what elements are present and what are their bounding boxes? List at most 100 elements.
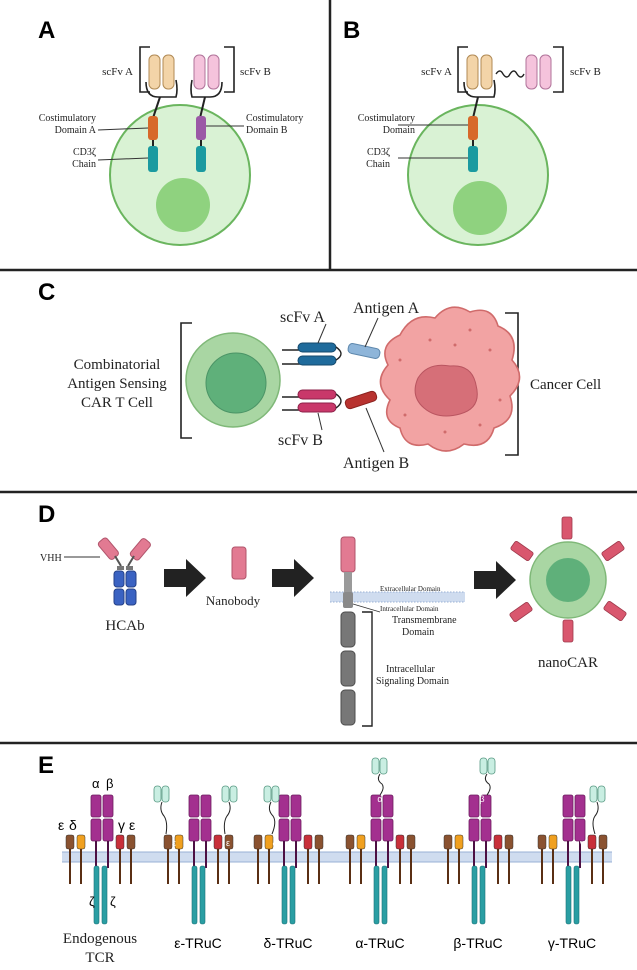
leader-cd3-a	[97, 157, 149, 161]
bracket-signaling	[362, 611, 373, 727]
hcab-fc-1	[113, 570, 125, 588]
label-endogenous-1: Endogenous	[63, 931, 137, 947]
tcr-5-ab-top-1	[574, 794, 586, 818]
hcab-fc-4	[125, 588, 137, 606]
scfv-a-linker	[145, 79, 178, 98]
tcr-1-linker-left	[160, 801, 168, 835]
label-tcell-1: Combinatorial	[74, 357, 161, 373]
tcr-membrane	[62, 852, 612, 862]
tcr-4-cd3-1	[454, 834, 464, 850]
cancer-nucleus	[414, 364, 478, 417]
leader-antigen-b	[365, 407, 385, 453]
cd3-chain-b	[196, 146, 206, 172]
scfv-a-vl-c	[297, 355, 337, 366]
tcr-2-ab-top-1	[290, 794, 302, 818]
tcr-2-cd3-3	[314, 834, 324, 850]
tcr-1-binder-right-2	[229, 785, 238, 803]
label-epsilon-right: ε	[129, 817, 135, 833]
panel-e: E α β ε δ γ ε ζ ζ Endogenous TCR ε-TRuC …	[38, 752, 612, 966]
panel-a: A scFv A scFv B Costimulatory Domain A C	[38, 17, 303, 246]
tcr-2-ab-bot-0	[278, 818, 290, 842]
tcr-5-ab-bot-0	[562, 818, 574, 842]
tandem-linker	[495, 70, 525, 78]
label-truc-epsilon: ε-TRuC	[174, 935, 221, 951]
tcr-3-binder-2	[379, 757, 388, 775]
label-scfv-a-b: scFv A	[421, 66, 452, 78]
tcr-0-zeta-0	[93, 865, 100, 925]
label-nanocar: nanoCAR	[538, 655, 598, 671]
tcr-3-cd3-1	[356, 834, 366, 850]
scfv-b-linker-c	[335, 393, 342, 409]
hcab-fc-2	[125, 570, 137, 588]
tcr-2-ab-bot-1	[290, 818, 302, 842]
hinge-domain	[344, 572, 352, 592]
tcr-0-cd3-3	[126, 834, 136, 850]
hcab-hinge-block-2	[126, 566, 133, 570]
tcr-3-ab-top-1	[382, 794, 394, 818]
label-epsilon-left: ε	[58, 817, 64, 833]
tcr-5-binder-1	[589, 785, 598, 803]
tcr-4-linker	[484, 773, 491, 796]
scfv-b-vh-c	[297, 389, 337, 400]
leader-scfv-a-c	[317, 323, 327, 344]
label-cd3-2: Chain	[366, 159, 390, 170]
label-antigen-a: Antigen A	[353, 300, 420, 317]
label-gamma: γ	[118, 817, 125, 833]
costim-domain-b	[196, 116, 206, 140]
tcr-1-binder-left-2	[161, 785, 170, 803]
cd3-chain-a	[148, 146, 158, 172]
panel-letter-c: C	[38, 279, 55, 306]
tcr-5-binder-2	[597, 785, 606, 803]
label-tcell-2: Antigen Sensing	[67, 376, 167, 392]
label-beta: β	[106, 776, 113, 791]
hcab-hinge	[114, 555, 135, 567]
tcr-4-ab-top-1	[480, 794, 492, 818]
tcr-2-zeta-0	[281, 865, 288, 925]
tcr-4-zeta-0	[471, 865, 478, 925]
signaling-domain-2	[340, 650, 356, 687]
stalk-a	[152, 96, 161, 119]
badge-beta: β	[479, 794, 484, 804]
tcr-0-ab-bot-0	[90, 818, 102, 842]
costim-domain	[468, 116, 478, 140]
label-costim-b-2: Domain B	[246, 125, 288, 136]
tcr-0-cd3-2	[115, 834, 125, 850]
label-extracellular: Extracellular Domain	[380, 585, 441, 593]
badge-epsilon-left: ε	[172, 838, 176, 848]
tcr-4-cd3-2	[493, 834, 503, 850]
scfv-a-domain-1	[148, 54, 161, 90]
tcr-5-linker	[592, 801, 599, 835]
tcr-4-cd3-3	[504, 834, 514, 850]
tcr-3-ab-bot-1	[382, 818, 394, 842]
stalk-b-panel	[472, 96, 479, 119]
tcr-3-linker	[377, 773, 384, 796]
nanocar-binder	[340, 536, 356, 573]
tcr-2-linker	[268, 801, 276, 835]
hcab-fc-3	[113, 588, 125, 606]
tcr-1-cd3-0	[163, 834, 173, 850]
leader-costim-a	[97, 127, 149, 131]
label-zeta-right: ζ	[110, 894, 116, 909]
label-scfv-a: scFv A	[102, 66, 133, 78]
tcr-5-cd3-0	[537, 834, 547, 850]
scfv-b-domain-2-b	[539, 54, 552, 90]
scfv-a-domain-1-b	[466, 54, 479, 90]
tcr-5-cd3-3	[598, 834, 608, 850]
tcr-1-zeta-1	[199, 865, 206, 925]
label-nanobody: Nanobody	[206, 593, 261, 608]
membrane	[330, 592, 465, 602]
car-t-nucleus	[205, 352, 267, 414]
scfv-a-domain-2-b	[480, 54, 493, 90]
label-scfv-a-c: scFv A	[280, 309, 325, 326]
tcr-5-ab-top-0	[562, 794, 574, 818]
label-transmembrane-2: Domain	[402, 627, 434, 638]
label-scfv-b: scFv B	[240, 66, 271, 78]
scfv-a-vh-c	[297, 342, 337, 353]
tcr-2-cd3-0	[253, 834, 263, 850]
label-costim-1: Costimulatory	[358, 113, 415, 124]
badge-alpha: α	[377, 794, 382, 804]
tcr-3-zeta-1	[381, 865, 388, 925]
nucleus-a	[156, 178, 210, 232]
panel-letter-e: E	[38, 752, 54, 779]
antigen-b	[344, 390, 378, 410]
